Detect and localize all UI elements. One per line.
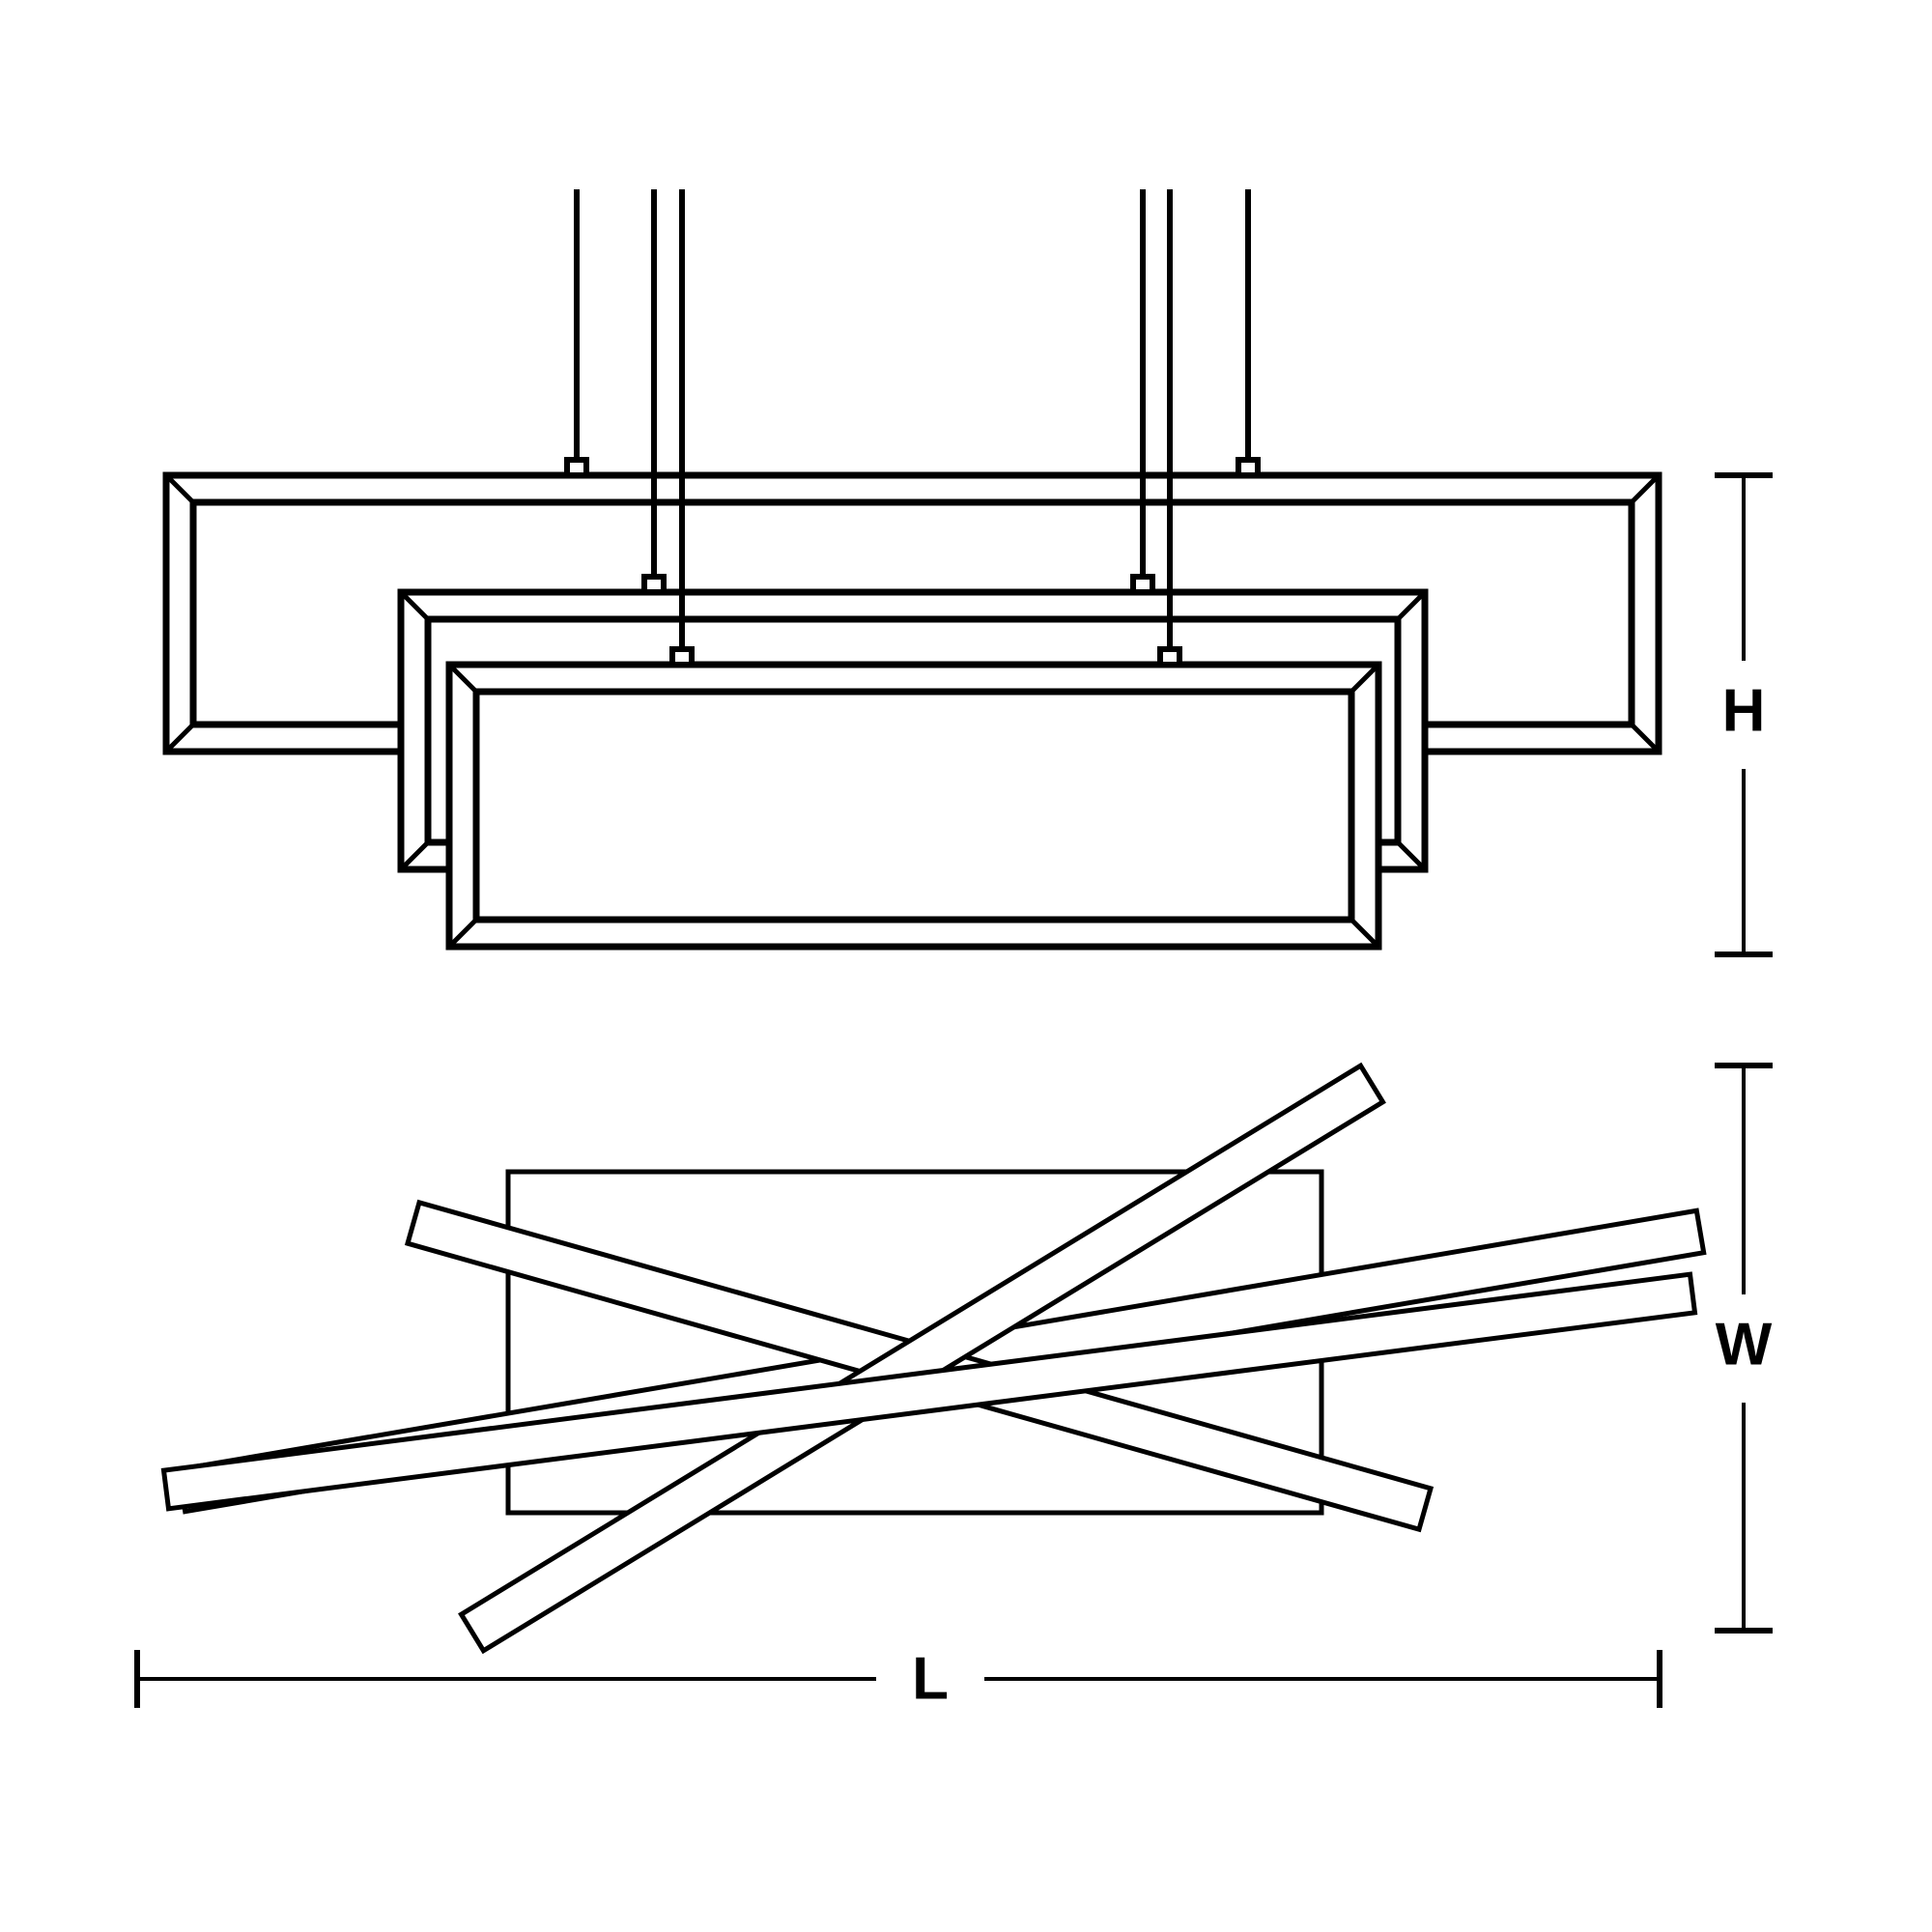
frame-mitre-line <box>447 918 478 949</box>
dimension-label-height: H <box>1722 677 1766 744</box>
dimension-annotations-group <box>134 472 1773 1708</box>
dimension-height <box>1715 472 1773 957</box>
linear-bar <box>458 1062 1386 1655</box>
dimension-label-width: W <box>1716 1311 1773 1378</box>
frame-inner-edge <box>472 688 1355 923</box>
cable-connector <box>1130 574 1155 595</box>
frame-mitre-line <box>1630 723 1661 753</box>
crossing-bars-group <box>160 1062 1707 1655</box>
cable-connector <box>1236 457 1261 478</box>
frame-mitre-line <box>1350 918 1380 949</box>
frame-mitre-line <box>164 723 195 753</box>
cable-connector <box>669 646 695 668</box>
cable-connector <box>641 574 667 595</box>
cable-connectors-group <box>564 457 1261 668</box>
plan-view <box>160 1062 1707 1655</box>
frame-mitre-line <box>399 840 430 871</box>
elevation-view <box>162 189 1662 951</box>
frame-mitre-line <box>399 590 430 621</box>
dimension-width <box>1715 1063 1773 1634</box>
frame-mitre-line <box>1396 590 1427 621</box>
frame-mitre-line <box>164 473 195 504</box>
cable-connector <box>564 457 589 478</box>
frame-front <box>445 661 1382 951</box>
cable-connector <box>1157 646 1182 668</box>
dimension-length <box>134 1650 1662 1708</box>
linear-bar <box>160 1271 1698 1512</box>
nested-frames-group <box>162 471 1662 951</box>
frame-occluder <box>449 665 1378 947</box>
frame-mitre-line <box>1630 473 1661 504</box>
dimension-label-length: L <box>912 1645 949 1712</box>
frame-mitre-line <box>1350 663 1380 694</box>
frame-mitre-line <box>1396 840 1427 871</box>
frame-outer-edge <box>445 661 1382 951</box>
frame-mitre-line <box>447 663 478 694</box>
